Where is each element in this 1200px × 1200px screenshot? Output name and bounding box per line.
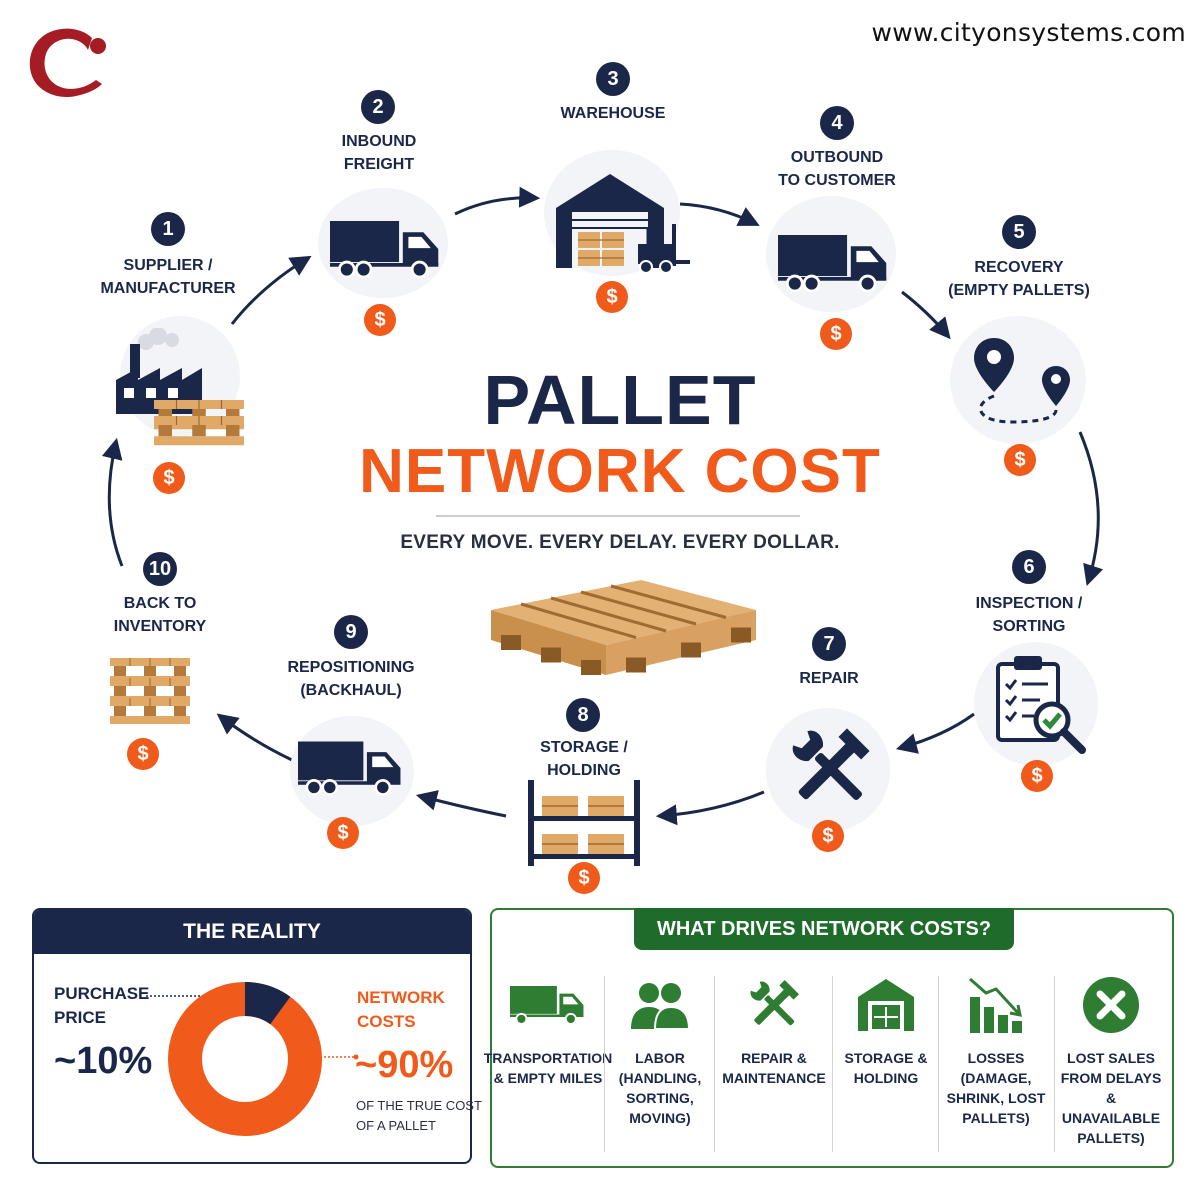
step-8-label: STORAGE / HOLDING bbox=[540, 739, 628, 779]
arrow-4-5 bbox=[901, 290, 951, 340]
driver-labor: LABOR (HANDLING, SORTING, MOVING) bbox=[608, 970, 712, 1150]
step-2-cost-icon: $ bbox=[364, 304, 396, 336]
truck-icon bbox=[510, 986, 584, 1025]
clipboard-check-icon bbox=[996, 656, 1086, 754]
step-10-cost-icon: $ bbox=[127, 738, 159, 770]
network-costs-subtext: OF THE TRUE COST OF A PALLET bbox=[356, 1098, 482, 1133]
pallet-illustration bbox=[489, 578, 758, 677]
arrow-6-7 bbox=[895, 712, 975, 754]
title-divider bbox=[436, 515, 800, 517]
warehouse-icon bbox=[556, 174, 690, 274]
title-line-1: PALLET bbox=[483, 361, 757, 439]
storage-rack-icon bbox=[528, 780, 640, 866]
arrow-7-8 bbox=[655, 790, 765, 826]
cycle-arrows bbox=[101, 186, 1104, 826]
step-2-label: INBOUND FREIGHT bbox=[341, 133, 417, 173]
donut-purchase-segment bbox=[168, 982, 322, 1136]
driver-lost-sales: LOST SALES FROM DELAYS & UNAVAILABLE PAL… bbox=[1056, 970, 1166, 1150]
step-2-truck-icon bbox=[330, 219, 440, 279]
step-1-label: SUPPLIER / MANUFACTURER bbox=[100, 257, 236, 297]
purchase-price-label: PURCHASE PRICE bbox=[54, 984, 150, 1027]
wrench-screwdriver-icon bbox=[750, 980, 799, 1026]
step-8-number: 8 bbox=[566, 698, 600, 732]
arrow-8-9 bbox=[415, 790, 507, 818]
step-6-number: 6 bbox=[1012, 550, 1046, 584]
arrow-3-4 bbox=[679, 202, 760, 226]
network-leader-line bbox=[308, 1054, 359, 1060]
drivers-heading: WHAT DRIVES NETWORK COSTS? bbox=[634, 908, 1014, 950]
donut-network-segment bbox=[168, 982, 322, 1136]
step-3-label: WAREHOUSE bbox=[560, 105, 666, 122]
driver-repair: REPAIR & MAINTENANCE bbox=[718, 970, 830, 1150]
step-3-number: 3 bbox=[596, 62, 630, 96]
network-costs-label: NETWORK COSTS bbox=[357, 988, 445, 1031]
driver-label: LABOR (HANDLING, SORTING, MOVING) bbox=[618, 1050, 702, 1126]
step-5-cost-icon: $ bbox=[1004, 444, 1036, 476]
arrow-10-1 bbox=[101, 437, 124, 567]
pallet-stack-icon bbox=[109, 658, 191, 725]
cost-donut-chart bbox=[168, 982, 322, 1136]
wrench-hammer-icon bbox=[792, 728, 870, 800]
title-line-2: NETWORK COST bbox=[359, 437, 881, 506]
declining-chart-icon bbox=[969, 977, 1022, 1033]
step-4-label: OUTBOUND TO CUSTOMER bbox=[778, 149, 896, 189]
step-3-cost-icon: $ bbox=[596, 281, 628, 313]
arrow-2-3 bbox=[454, 186, 541, 216]
step-10-label: BACK TO INVENTORY bbox=[113, 595, 207, 635]
reality-heading: THE REALITY bbox=[34, 910, 470, 954]
step-5-number: 5 bbox=[1002, 215, 1036, 249]
factory-icon bbox=[116, 328, 244, 446]
website-url[interactable]: www.cityonsystems.com bbox=[871, 18, 1186, 47]
drivers-panel: WHAT DRIVES NETWORK COSTS? TRANSPORTATIO… bbox=[484, 908, 1174, 1168]
map-pin-route-icon bbox=[974, 338, 1070, 424]
brand-logo bbox=[29, 28, 106, 98]
step-9-label: REPOSITIONING (BACKHAUL) bbox=[287, 659, 415, 699]
driver-storage: STORAGE & HOLDING bbox=[836, 970, 936, 1150]
reality-panel: THE REALITY bbox=[32, 908, 472, 1164]
driver-losses: LOSSES (DAMAGE, SHRINK, LOST PALLETS) bbox=[942, 970, 1050, 1150]
people-icon bbox=[631, 983, 691, 1030]
step-5-label: RECOVERY (EMPTY PALLETS) bbox=[948, 259, 1090, 299]
tagline: EVERY MOVE. EVERY DELAY. EVERY DOLLAR. bbox=[400, 532, 840, 553]
x-circle-icon bbox=[1083, 977, 1139, 1033]
step-6-label: INSPECTION / SORTING bbox=[975, 595, 1083, 635]
arrow-1-2 bbox=[230, 255, 312, 325]
step-4-number: 4 bbox=[820, 106, 854, 140]
step-4-cost-icon: $ bbox=[820, 318, 852, 350]
step-9-truck-icon bbox=[298, 740, 402, 796]
step-2-number: 2 bbox=[361, 90, 395, 124]
step-4-truck-icon bbox=[778, 233, 888, 293]
driver-label: TRANSPORTATION & EMPTY MILES bbox=[483, 1050, 613, 1086]
step-8-cost-icon: $ bbox=[568, 862, 600, 894]
step-1-cost-icon: $ bbox=[153, 462, 185, 494]
arrow-5-6 bbox=[1078, 431, 1104, 586]
driver-label: LOSSES (DAMAGE, SHRINK, LOST PALLETS) bbox=[946, 1050, 1046, 1126]
step-9-cost-icon: $ bbox=[327, 817, 359, 849]
driver-label: STORAGE & HOLDING bbox=[844, 1050, 928, 1086]
step-7-number: 7 bbox=[812, 627, 846, 661]
arrow-9-10 bbox=[216, 713, 293, 762]
purchase-price-value: ~10% bbox=[54, 1040, 153, 1082]
step-1-number: 1 bbox=[151, 212, 185, 246]
purchase-leader-line bbox=[146, 995, 202, 997]
step-10-number: 10 bbox=[143, 552, 177, 586]
driver-label: LOST SALES FROM DELAYS & UNAVAILABLE PAL… bbox=[1060, 1050, 1162, 1146]
network-costs-value: ~90% bbox=[355, 1044, 454, 1086]
step-7-label: REPAIR bbox=[799, 670, 859, 687]
driver-label: REPAIR & MAINTENANCE bbox=[722, 1050, 826, 1086]
step-9-number: 9 bbox=[334, 615, 368, 649]
storage-building-icon bbox=[858, 979, 914, 1031]
driver-transportation: TRANSPORTATION & EMPTY MILES bbox=[484, 970, 612, 1150]
step-6-cost-icon: $ bbox=[1021, 760, 1053, 792]
step-7-cost-icon: $ bbox=[812, 820, 844, 852]
